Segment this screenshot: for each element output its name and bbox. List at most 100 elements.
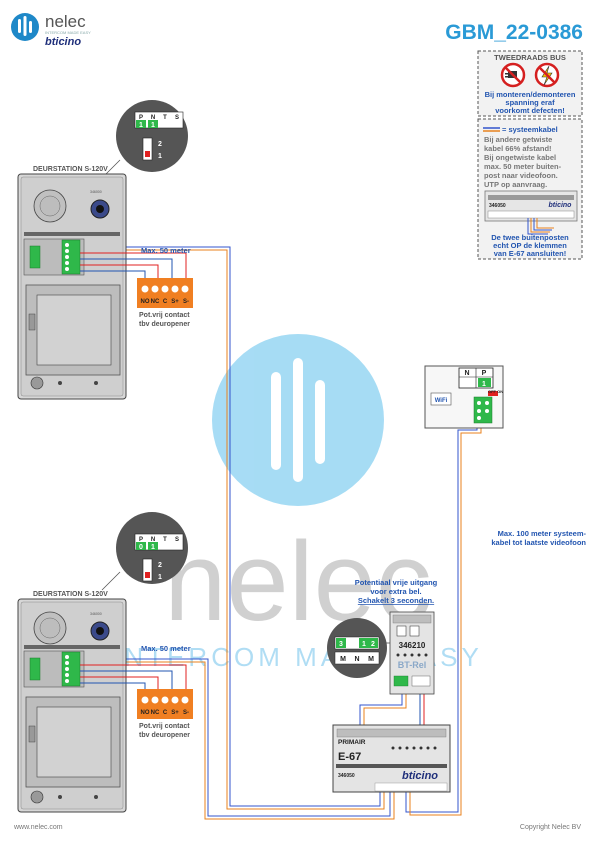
warning-line: spanning eraf [505,98,555,107]
no-plug-icon [500,62,526,88]
dip-label: N [151,115,155,121]
relay-terminal-label: NC [151,299,160,305]
relay-module: Potentiaal vrije uitgang voor extra bel.… [327,578,438,695]
e67-code: 346050 [338,773,355,779]
document-number: GBM_22-0386 [445,21,583,44]
relay-caption: Pot.vrij contact [139,723,190,730]
cable-legend: = systeemkabel [502,125,558,134]
power-supply-e67: PRIMAIR E-67 346050 bticino [332,724,451,793]
relay-terminal-block [137,689,193,719]
info-panel: TWEEDRAADS BUS Bij monteren/demonteren s… [477,50,583,260]
selector-switch [142,137,153,161]
dip-label: S [175,115,179,121]
relay-terminal-block [137,278,193,308]
dip-label: P [139,115,143,121]
e67-terminals [374,782,448,792]
bus-wire [88,249,385,810]
off-on-label: OFF ON [488,389,503,394]
module-code: 346050 [489,203,506,209]
bus-wire [363,694,407,725]
relay-caption: tbv deuropener [139,321,190,328]
relay-terminal-label: NO [141,299,150,305]
fixing-screw [30,790,44,804]
door-station-bottom: P N T S 0 1 2 1 DEURSTATION S-120V 34600… [17,512,193,813]
switch-position: 2 [158,562,162,569]
cable-info-line: Bij andere getwiste [484,135,552,144]
bticino-logo: bticino [45,36,81,48]
nameplate-window [36,294,112,366]
wifi-label: WiFi [435,398,448,404]
nameplate-window [36,706,112,778]
fixing-screw [30,376,44,390]
watermark-bar [315,380,325,464]
cable-info-line: max. 50 meter buiten- [484,162,562,171]
relay-zoom-label: N [354,656,359,663]
cable-info-line: kabel 66% afstand! [484,144,552,153]
bus-wire [88,658,391,817]
cable-info-line: Bij ongetwiste kabel [484,153,556,162]
bus-wire [409,420,482,816]
relay-name: BT-Rel [398,660,427,670]
dip-label: T [163,115,167,121]
relay-zoom-terminal: 1 [362,641,366,648]
module-brand: bticino [549,202,573,209]
relay-terminal-label: S+ [171,710,179,716]
wifi-badge [430,392,452,406]
bus-wire [88,246,381,807]
watermark-word: nelec [164,519,432,644]
cable-info-line: post naar videofoon. [484,171,558,180]
relay-terminal-label: S+ [171,299,179,305]
relay-caption: tbv deuropener [139,732,190,739]
switch-position: 1 [158,153,162,160]
relay-note: Potentiaal vrije uitgang [355,578,438,587]
dip-value: 1 [139,122,143,129]
relay-note: voor extra bel. [370,587,421,596]
relay-code: 346210 [399,641,426,650]
brand-name: nelec [45,12,86,31]
videophone: N P 1 WiFi OFF ON Max. 100 meter systeem… [424,365,586,547]
dip-label: S [175,537,179,543]
distance-label: Max. 50 meter [141,644,191,653]
nelec-logo [11,13,39,41]
power-module-thumbnail: 346050 bticino [484,190,578,235]
switch-position: 1 [158,574,162,581]
relay-terminal-label: C [163,710,168,716]
switch-position: 2 [158,141,162,148]
connection-note-line: De twee buitenposten [491,233,569,242]
primary-label: PRIMAIR [338,739,366,746]
bus-wire [88,661,395,820]
relay-terminal-label: S- [183,299,189,305]
relay-note: Schakelt 3 seconden. [358,596,434,605]
videophone-terminals [473,396,493,424]
relay-zoom-terminal: 2 [371,641,375,648]
station-title: DEURSTATION S-120V [33,591,108,598]
relay-terminal-label: NC [151,710,160,716]
watermark-bar [293,358,303,482]
watermark-bar [271,372,281,470]
footer-website: www.nelec.com [13,824,63,831]
no-power-icon [534,62,560,88]
relay-caption: Pot.vrij contact [139,312,190,319]
relay-terminal-label: NO [141,710,150,716]
e67-brand: bticino [402,770,438,782]
distance-label: kabel tot laatste videofoon [491,538,586,547]
bus-title: TWEEDRAADS BUS [494,53,566,62]
cable-info-line: UTP op aanvraag. [484,180,547,189]
dip-zoom-circle [116,100,188,172]
dip-value: 0 [139,544,143,551]
relay-zoom-label: M [368,656,374,663]
connection-note-line: echt OP de klemmen [493,241,567,250]
connection-note-line: van E-67 aansluiten! [494,249,567,258]
warning-line: voorkomt defecten! [495,106,565,115]
watermark [212,334,384,506]
dip-label: T [163,537,167,543]
station-title: DEURSTATION S-120V [33,166,108,173]
module-label: 346000 [90,190,102,194]
module-label: 346000 [90,612,102,616]
selector-switch [142,558,153,582]
relay-zoom-label: M [340,656,346,663]
door-station-top: P N T S 1 1 2 1 DEURSTATION S-120V 34600… [17,100,193,400]
dip-label: P [139,537,143,543]
dip-value: 1 [151,122,155,129]
